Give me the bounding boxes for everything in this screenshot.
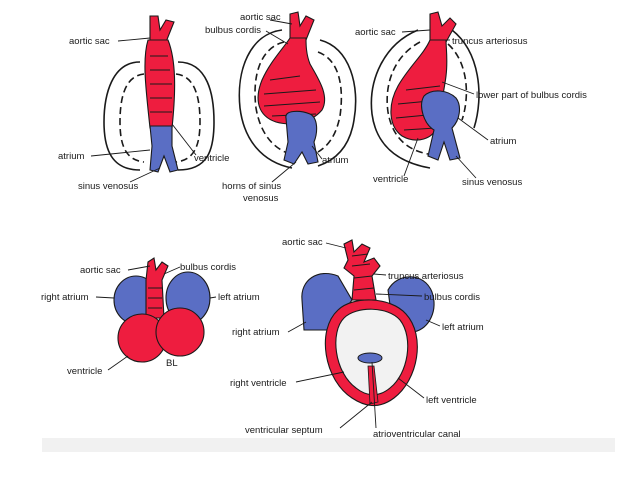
s5-left-atrium-leader — [425, 319, 441, 327]
s3-sinus-venosus-leader — [455, 155, 477, 179]
loop-shading — [395, 85, 441, 131]
s2-atrium-label: atrium — [322, 155, 348, 166]
bulbus-ventricle-loop — [257, 37, 326, 125]
s5-bulbus-cordis-label: bulbus cordis — [424, 292, 480, 303]
s2-bulbus-cordis-label: bulbus cordis — [205, 25, 261, 36]
pericardium-outer — [370, 29, 431, 169]
stage-3-s-shaped-heart: aortic sac truncus arteriosus lower part… — [355, 11, 587, 188]
stage-1-straight-tube: aortic sac atrium ventricle sinus venosu… — [58, 15, 229, 192]
s4-bulbus-cordis-leader — [163, 266, 181, 275]
ventricle-lobe-left — [155, 307, 205, 357]
s5-aortic-sac-leader — [325, 242, 347, 249]
truncus-shape — [343, 239, 381, 301]
footer-band — [42, 438, 615, 452]
s2-horns-leader — [271, 161, 297, 183]
pericardium-inner — [119, 73, 145, 163]
ventricle-lumen — [335, 308, 409, 396]
s4-left-atrium-label: left atrium — [218, 292, 260, 303]
s5-right-ventricle-leader — [295, 371, 345, 383]
s2-aortic-sac-leader — [269, 19, 293, 25]
pericardium-outer-right — [451, 29, 480, 129]
s4-artist-mark: BL — [166, 358, 178, 369]
atrium-shape — [283, 110, 319, 165]
s5-bulbus-cordis-leader — [375, 293, 423, 297]
atrium-shape — [149, 125, 179, 173]
s5-ventricular-septum-leader — [339, 401, 373, 429]
s5-right-ventricle-label: right ventricle — [230, 378, 287, 389]
s2-horns-label-2: venosus — [243, 193, 279, 204]
pericardium-outer — [238, 29, 293, 169]
s4-right-atrium-leader — [95, 296, 115, 299]
s3-atrium-leader — [457, 117, 489, 141]
s4-aortic-sac-leader — [127, 265, 151, 271]
s2-horns-label-1: horns of sinus — [222, 181, 281, 192]
s1-sinus-venosus-label: sinus venosus — [78, 181, 138, 192]
s3-aortic-sac-label: aortic sac — [355, 27, 396, 38]
s1-aortic-sac-leader — [117, 37, 151, 42]
s1-sinus-venosus-leader — [129, 167, 161, 183]
s5-left-ventricle-leader — [397, 377, 425, 399]
s5-av-canal-label: atrioventricular canal — [373, 429, 461, 440]
loop-shading — [263, 75, 321, 117]
s3-ventricle-leader — [403, 137, 419, 177]
s5-av-canal-leader — [371, 361, 377, 429]
pericardium-outer-right — [317, 39, 357, 167]
s2-atrium-leader — [311, 145, 323, 160]
aortic-sac-shape — [149, 15, 175, 43]
s4-right-atrium-label: right atrium — [41, 292, 89, 303]
s1-atrium-leader — [90, 149, 151, 157]
s1-atrium-label: atrium — [58, 151, 84, 162]
s5-ventricular-septum-label: ventricular septum — [245, 425, 323, 436]
s3-lower-bulbus-label: lower part of bulbus cordis — [476, 90, 587, 101]
s3-ventricle-label: ventricle — [373, 174, 408, 185]
s5-aortic-sac-label: aortic sac — [282, 237, 323, 248]
s3-atrium-label: atrium — [490, 136, 516, 147]
s3-aortic-sac-leader — [401, 29, 431, 33]
s4-left-atrium-leader — [209, 296, 217, 299]
s4-ventricle-label: ventricle — [67, 366, 102, 377]
tube-shading — [150, 55, 172, 113]
s3-sinus-venosus-label: sinus venosus — [462, 177, 522, 188]
pericardium-inner-right — [317, 51, 343, 153]
s4-aortic-sac-label: aortic sac — [80, 265, 121, 276]
atrium-shape — [421, 90, 461, 161]
bulbus-shading — [148, 287, 162, 309]
pericardium-inner-right — [175, 73, 201, 163]
s1-aortic-sac-label: aortic sac — [69, 36, 110, 47]
pericardium-outer-right — [177, 61, 215, 171]
s5-left-atrium-label: left atrium — [442, 322, 484, 333]
s2-bulbus-cordis-leader — [265, 30, 289, 45]
pericardium-inner — [386, 41, 429, 155]
av-canal-shape — [357, 352, 383, 364]
s5-right-atrium-label: right atrium — [232, 327, 280, 338]
s1-ventricle-label: ventricle — [194, 153, 229, 164]
s3-lower-bulbus-leader — [441, 81, 475, 95]
s1-ventricle-leader — [171, 123, 197, 156]
s5-right-atrium-leader — [287, 321, 307, 333]
s4-ventricle-leader — [107, 355, 129, 371]
s5-left-ventricle-label: left ventricle — [426, 395, 477, 406]
s5-truncus-label: truncus arteriosus — [388, 271, 464, 282]
s3-truncus-label: truncus arteriosus — [452, 36, 528, 47]
pericardium-inner — [254, 41, 291, 155]
s2-aortic-sac-label: aortic sac — [240, 12, 281, 23]
s5-truncus-leader — [373, 273, 387, 276]
pericardium-outer — [103, 61, 141, 171]
stage-4-external-heart: aortic sac bulbus cordis right atrium le… — [41, 257, 260, 377]
truncus-bands — [351, 253, 375, 291]
s4-bulbus-cordis-label: bulbus cordis — [180, 262, 236, 273]
stage-5-heart-section: aortic sac truncus arteriosus bulbus cor… — [230, 237, 484, 440]
stage-2-looping-tube: aortic sac bulbus cordis atrium horns of… — [205, 11, 357, 204]
aortic-sac-shape — [289, 11, 315, 41]
